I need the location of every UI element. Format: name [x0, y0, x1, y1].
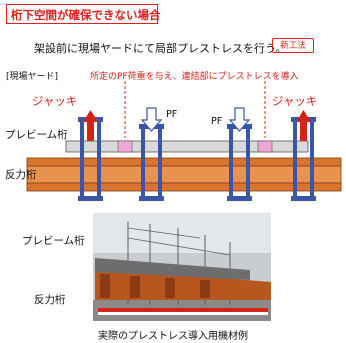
joint-left: [117, 140, 133, 153]
pf-arrow-left: [140, 107, 163, 132]
new-method-badge: 新工法: [272, 38, 314, 53]
equipment-photo: [93, 213, 271, 321]
pf-label-left: PF: [166, 109, 178, 120]
section-title: 桁下空間が確保できない場合: [6, 4, 161, 24]
photo-caption: 実際のプレストレス導入用機材例: [98, 331, 248, 342]
pf-label-right: PF: [211, 116, 223, 127]
prestress-note: 所定のPF荷重を与え、連結部にプレストレスを導入: [90, 72, 299, 82]
prebeam-label: プレビーム桁: [5, 129, 68, 141]
joint-right: [257, 140, 273, 153]
pf-arrow-right: [228, 107, 251, 132]
jack-arrow-left: [83, 110, 98, 141]
reaction-beam-label: 反力桁: [5, 169, 37, 181]
reaction-beam-bottom-flange: [26, 182, 342, 192]
jack-arrow-right: [296, 110, 311, 141]
jack-label-right: ジャッキ: [272, 94, 318, 108]
jack-label-left: ジャッキ: [32, 94, 78, 108]
main-statement: 架設前に現場ヤードにて局部プレストレスを行う。: [34, 42, 287, 55]
prebeam-girder: [65, 140, 309, 153]
photo-prebeam-label: プレビーム桁: [22, 235, 85, 247]
photo-reaction-label: 反力桁: [34, 294, 66, 306]
yard-label: [現場ヤード]: [6, 72, 59, 82]
